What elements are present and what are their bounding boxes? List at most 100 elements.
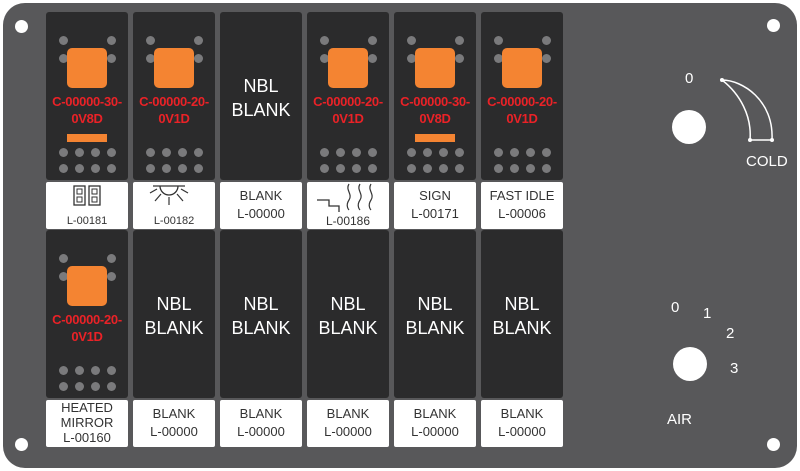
label-code: L-00181 [66, 215, 108, 227]
blank-text: NBL BLANK [144, 294, 204, 338]
indicator-dot [75, 164, 84, 173]
switch-label-4: L-00186 [307, 182, 389, 229]
temp-cold-label: COLD [746, 153, 788, 170]
indicator-dot [320, 164, 329, 173]
indicator-dot [455, 54, 464, 63]
label-text: BLANK [152, 406, 196, 421]
label-text: FAST IDLE [489, 188, 555, 203]
indicator-dot [368, 148, 377, 157]
label-text: BLANK [413, 406, 457, 421]
blank-switch-3: NBL BLANK [220, 12, 302, 180]
blank-switch-11: NBL BLANK [394, 230, 476, 398]
indicator-dot [107, 36, 116, 45]
indicator-dot [320, 148, 329, 157]
blank-switch-9: NBL BLANK [220, 230, 302, 398]
indicator-dot [494, 54, 503, 63]
indicator-dot [352, 148, 361, 157]
indicator-led [502, 48, 542, 88]
indicator-dot [91, 164, 100, 173]
air-level-2: 2 [726, 325, 735, 342]
blank-text: NBL BLANK [318, 294, 378, 338]
indicator-dot [368, 54, 377, 63]
indicator-dot [526, 148, 535, 157]
switch-label-2: L-00182 [133, 182, 215, 229]
mounting-hole [767, 438, 780, 451]
indicator-dot [320, 36, 329, 45]
indicator-dot [91, 366, 100, 375]
indicator-dot [423, 164, 432, 173]
indicator-dot [107, 366, 116, 375]
label-code: L-00171 [411, 206, 459, 221]
indicator-dot [146, 148, 155, 157]
indicator-dot [336, 164, 345, 173]
rocker-switch-2[interactable]: C-00000-20- 0V1D [133, 12, 215, 180]
rocker-switch-1[interactable]: C-00000-30- 0V8D [46, 12, 128, 180]
air-label: AIR [667, 411, 693, 428]
blank-text: NBL BLANK [231, 76, 291, 120]
switch-label-10: BLANK L-00000 [307, 400, 389, 447]
indicator-dot [439, 164, 448, 173]
indicator-dot [423, 148, 432, 157]
indicator-dot [455, 36, 464, 45]
indicator-dot [194, 36, 203, 45]
air-level-3: 3 [730, 360, 739, 377]
indicator-dot [59, 382, 68, 391]
indicator-dot [162, 148, 171, 157]
indicator-dot [146, 164, 155, 173]
label-code: L-00000 [237, 424, 285, 439]
label-text: BLANK [239, 406, 283, 421]
indicator-dot [494, 148, 503, 157]
indicator-dot [194, 54, 203, 63]
indicator-dot [510, 164, 519, 173]
rocker-switch-5[interactable]: C-00000-30- 0V8D [394, 12, 476, 180]
indicator-dot [75, 366, 84, 375]
mounting-hole [15, 20, 28, 33]
switch-label-1: L-00181 [46, 182, 128, 229]
label-code: L-00000 [237, 206, 285, 221]
light-icon [149, 185, 189, 205]
temp-zero-label: 0 [685, 70, 694, 87]
indicator-dot [107, 164, 116, 173]
indicator-dot [59, 272, 68, 281]
indicator-dot [107, 54, 116, 63]
rocker-switch-4[interactable]: C-00000-20- 0V1D [307, 12, 389, 180]
indicator-dot [494, 164, 503, 173]
temp-scale-icon [719, 78, 774, 142]
temperature-knob[interactable] [672, 110, 706, 144]
switch-code: C-00000-20- 0V1D [487, 94, 557, 126]
indicator-dot [194, 164, 203, 173]
indicator-dot [146, 36, 155, 45]
indicator-dot [59, 36, 68, 45]
indicator-dot [320, 54, 329, 63]
indicator-dot [91, 382, 100, 391]
air-knob[interactable] [673, 347, 707, 381]
label-code: L-00160 [63, 430, 111, 445]
switch-code: C-00000-20- 0V1D [52, 312, 122, 344]
blank-switch-12: NBL BLANK [481, 230, 563, 398]
indicator-dot [407, 36, 416, 45]
switch-label-11: BLANK L-00000 [394, 400, 476, 447]
mounting-hole [15, 438, 28, 451]
mounting-hole [767, 19, 780, 32]
indicator-dot [107, 382, 116, 391]
blank-text: NBL BLANK [405, 294, 465, 338]
label-text: BLANK [326, 406, 370, 421]
rocker-switch-7[interactable]: C-00000-20- 0V1D [46, 230, 128, 398]
indicator-dot [91, 148, 100, 157]
air-level-0: 0 [671, 299, 680, 316]
switch-code: C-00000-20- 0V1D [139, 94, 209, 126]
switch-label-6: FAST IDLE L-00006 [481, 182, 563, 229]
indicator-led [67, 48, 107, 88]
rocker-switch-6[interactable]: C-00000-20- 0V1D [481, 12, 563, 180]
indicator-led [328, 48, 368, 88]
blank-switch-8: NBL BLANK [133, 230, 215, 398]
switch-label-5: SIGN L-00171 [394, 182, 476, 229]
indicator-dot [455, 164, 464, 173]
indicator-dot [59, 54, 68, 63]
indicator-dot [107, 148, 116, 157]
indicator-dot [146, 54, 155, 63]
label-text: BLANK [500, 406, 544, 421]
switch-label-8: BLANK L-00000 [133, 400, 215, 447]
switch-code: C-00000-30- 0V8D [52, 94, 122, 126]
indicator-dot [75, 382, 84, 391]
